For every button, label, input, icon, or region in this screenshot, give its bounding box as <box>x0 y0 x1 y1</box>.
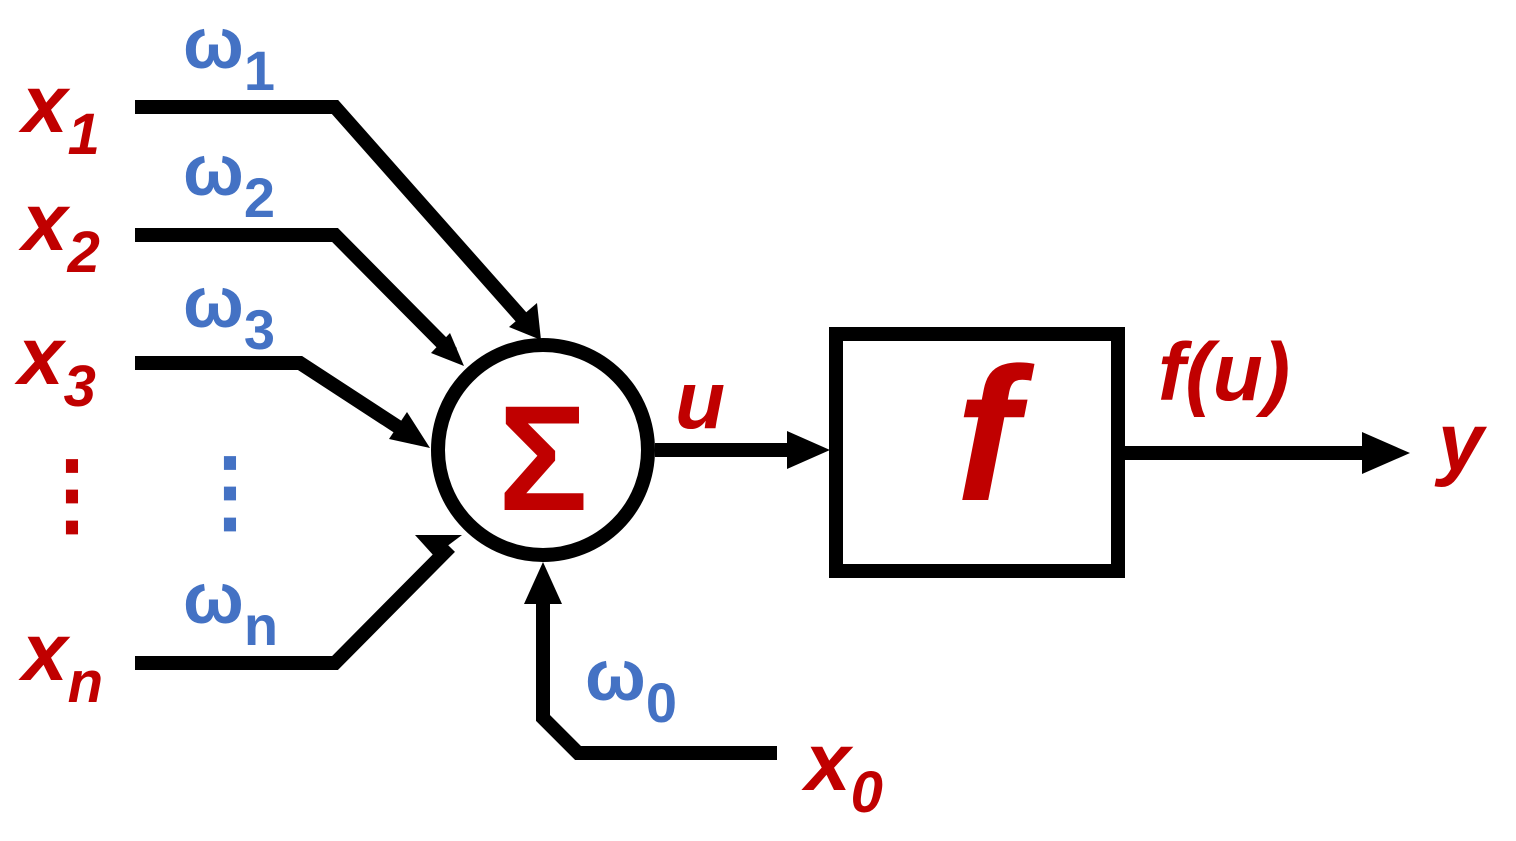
activation-box <box>829 327 1125 578</box>
input-n-arrowhead <box>415 535 462 556</box>
bias-weight-label: ω0 <box>585 636 677 734</box>
input-2-line <box>135 228 457 358</box>
input-2-arrowhead <box>431 333 464 366</box>
connections <box>135 100 1365 760</box>
input-1-line <box>135 100 536 332</box>
input-label-3: x3 <box>14 311 96 419</box>
input-label-n: xn <box>18 607 103 715</box>
input-3-arrowhead <box>389 412 430 448</box>
bias-input-label: x0 <box>801 717 883 825</box>
sum-output-label: u <box>675 355 725 446</box>
summation-node <box>431 338 655 562</box>
weight-label-n: ωn <box>183 559 278 657</box>
activation-output-label: f(u) <box>1158 327 1290 418</box>
weight-ellipsis: ⋮ <box>185 442 275 542</box>
input-1-arrowhead <box>509 303 541 340</box>
input-label-1: x1 <box>18 59 100 167</box>
arrowheads <box>389 303 1410 604</box>
final-output-arrowhead <box>1362 432 1410 474</box>
input-ellipsis: ⋮ <box>27 445 117 545</box>
summation-symbol: Σ <box>498 374 588 542</box>
bias-arrowhead <box>524 562 562 604</box>
weight-label-1: ω1 <box>183 4 275 102</box>
bias-line <box>536 598 777 760</box>
sum-output-arrowhead <box>787 431 830 469</box>
input-n-line <box>135 542 455 670</box>
final-output-label: y <box>1434 397 1488 488</box>
weight-label-3: ω3 <box>183 263 275 361</box>
input-label-2: x2 <box>18 177 100 285</box>
input-3-line <box>135 356 419 444</box>
weight-label-2: ω2 <box>183 131 275 229</box>
